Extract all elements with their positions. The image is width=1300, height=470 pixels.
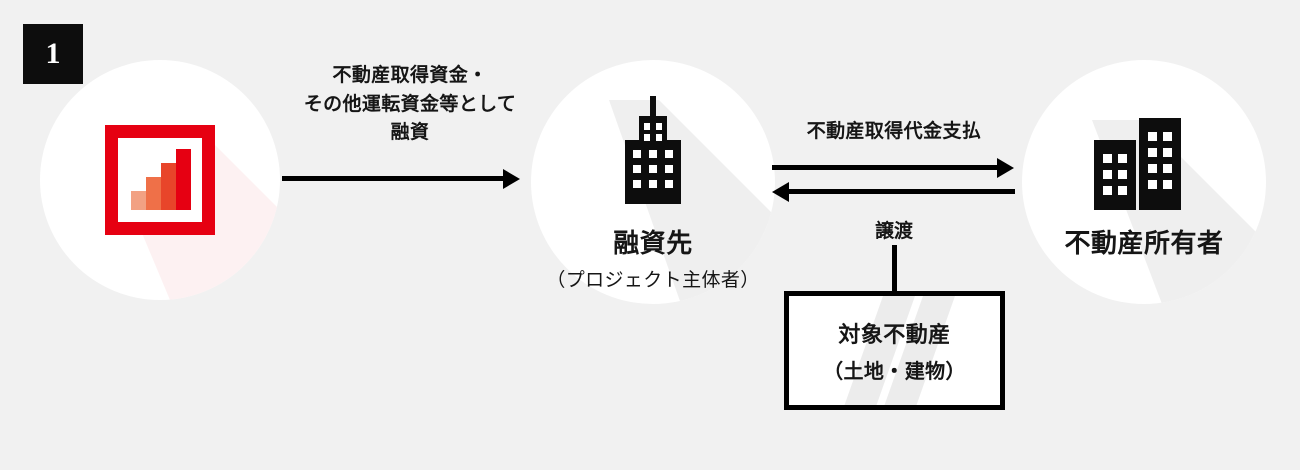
two-buildings-icon: [1094, 118, 1181, 210]
node-borrower-sublabel: （プロジェクト主体者）: [546, 270, 760, 291]
node-property-owner: 不動産所有者: [1022, 60, 1266, 304]
arrow-transfer-line: [788, 189, 1015, 194]
arrow-purchase-payment-head-right-icon: [997, 158, 1014, 178]
chart-bar-2: [146, 177, 161, 210]
node-borrower-label: 融資先: [613, 228, 693, 258]
arrow-loan-head-right-icon: [503, 169, 520, 189]
skyscraper-building-icon: [625, 96, 681, 204]
arrow-loan-line: [282, 176, 505, 181]
bar-chart-growth-icon: [105, 125, 215, 235]
step-badge-number: 1: [45, 37, 61, 70]
asset-box-watermark: [844, 296, 955, 405]
chart-icon-frame: [105, 125, 215, 235]
arrow-purchase-payment-label: 不動産取得代金支払: [772, 118, 1016, 147]
chart-icon-bars: [131, 149, 191, 210]
chart-bar-4: [176, 149, 191, 210]
arrow-loan-label-line-1: 不動産取得資金・: [332, 65, 488, 86]
connector-transfer-label: 譲渡: [874, 221, 913, 242]
arrow-purchase-payment-label-line-1: 不動産取得代金支払: [806, 121, 982, 142]
asset-box-line-1: 対象不動産: [838, 322, 951, 347]
arrow-purchase-payment-line: [772, 165, 999, 170]
node-lender: [40, 60, 280, 300]
asset-box: 対象不動産 （土地・建物）: [784, 291, 1005, 410]
arrow-loan-label: 不動産取得資金・ その他運転資金等として 融資: [280, 62, 540, 148]
arrow-loan-label-line-2: その他運転資金等として: [303, 93, 517, 115]
connector-line: [892, 245, 897, 293]
arrow-loan-label-line-3: 融資: [390, 122, 430, 143]
node-borrower: 融資先 （プロジェクト主体者）: [531, 60, 775, 304]
node-property-owner-label: 不動産所有者: [1064, 228, 1224, 258]
chart-bar-3: [161, 163, 176, 210]
step-badge: 1: [23, 24, 83, 84]
asset-box-line-2: （土地・建物）: [823, 361, 966, 383]
arrow-transfer-head-left-icon: [772, 182, 789, 202]
chart-bar-1: [131, 191, 146, 210]
